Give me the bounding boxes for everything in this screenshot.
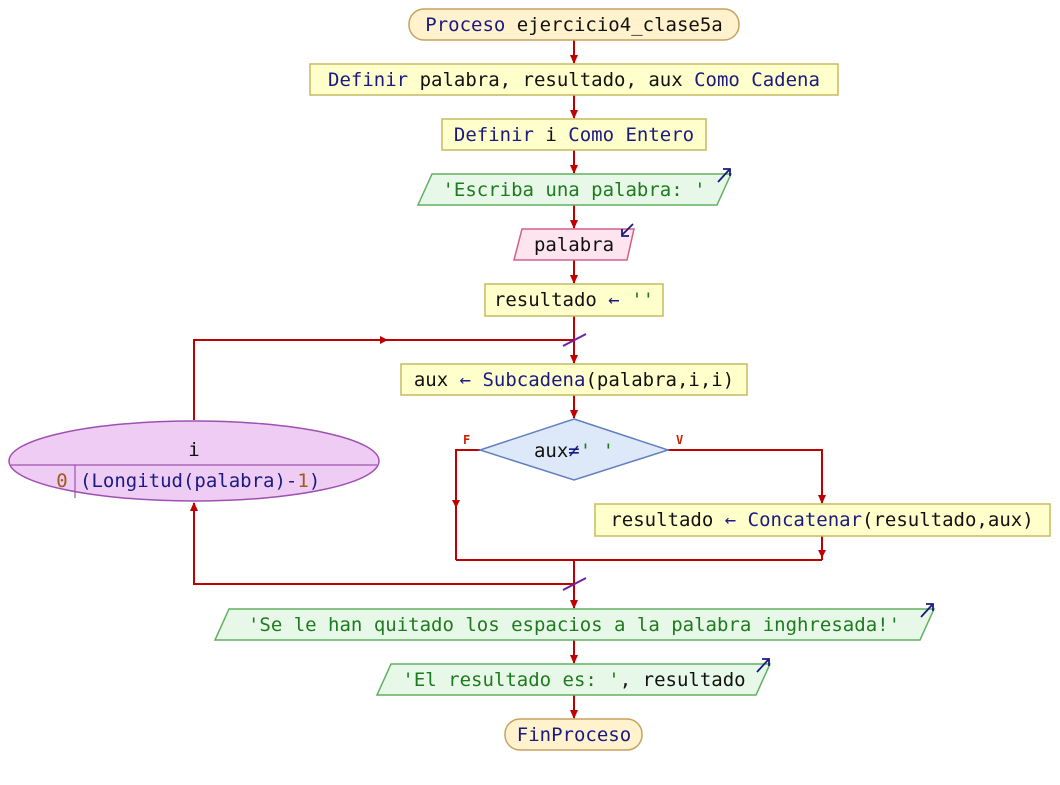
edges [190, 40, 826, 719]
arrowhead-false [452, 500, 460, 508]
input-word-node[interactable]: palabra [513, 223, 635, 261]
assign-aux-node[interactable]: aux ← Subcadena(palabra,i,i) [400, 363, 748, 396]
assign-result-empty-shape [484, 283, 664, 317]
start-node[interactable]: Proceso ejercicio4_clase5a [408, 8, 740, 41]
output-prompt-node[interactable]: 'Escriba una palabra: ' [416, 168, 733, 206]
edge-loop-back-top [193, 339, 574, 420]
define-integer-text: Definir i Como Entero [454, 124, 694, 146]
output-prompt-text: 'Escriba una palabra: ' [442, 179, 705, 201]
input-word-text: palabra [534, 234, 614, 256]
arrowhead-loop-top [380, 336, 388, 344]
arrowhead-true-join [818, 550, 826, 558]
start-text: Proceso ejercicio4_clase5a [425, 14, 722, 36]
define-strings-shape [309, 63, 839, 96]
true-branch-label: V [676, 433, 683, 447]
for-loop-end: (Longitud(palabra)-1) [80, 470, 320, 492]
output-arrow-icon [920, 603, 934, 618]
edge-cond-true [668, 449, 826, 504]
output-message-node[interactable]: 'Se le han quitado los espacios a la pal… [213, 603, 936, 641]
end-shape [504, 718, 643, 751]
define-strings-node[interactable]: Definir palabra, resultado, aux Como Cad… [309, 63, 839, 96]
condition-text: aux≠' ' [534, 440, 614, 462]
define-strings-text: Definir palabra, resultado, aux Como Cad… [328, 69, 820, 91]
for-loop-start: 0 [56, 470, 67, 492]
edge-cond-false [455, 449, 480, 560]
output-result-node[interactable]: 'El resultado es: ', resultado [375, 658, 772, 696]
for-loop-variable: i [188, 439, 199, 461]
edge-loop-back-bottom [190, 502, 574, 585]
assign-aux-text: aux ← Subcadena(palabra,i,i) [414, 369, 734, 391]
loop-merge-mark-top [562, 333, 587, 347]
output-prompt-shape [416, 173, 733, 206]
assign-concat-text: resultado ← Concatenar(resultado,aux) [610, 509, 1033, 531]
output-message-shape [213, 608, 936, 641]
end-node[interactable]: FinProceso [504, 718, 643, 751]
false-branch-label: F [463, 433, 470, 447]
output-arrow-icon [717, 168, 731, 183]
output-message-text: 'Se le han quitado los espacios a la pal… [248, 614, 900, 636]
output-result-text: 'El resultado es: ', resultado [402, 669, 745, 691]
define-integer-shape [441, 118, 707, 151]
assign-result-empty-node[interactable]: resultado ← '' [484, 283, 664, 317]
assign-aux-shape [400, 363, 748, 396]
for-loop-shape [8, 420, 380, 502]
for-loop-node[interactable]: i 0 (Longitud(palabra)-1) [8, 420, 380, 502]
input-arrow-icon [621, 223, 634, 237]
assign-concat-node[interactable]: resultado ← Concatenar(resultado,aux) [594, 503, 1051, 537]
loop-merge-mark-bottom [562, 577, 587, 591]
output-result-shape [375, 663, 772, 696]
start-shape [408, 8, 740, 41]
define-integer-node[interactable]: Definir i Como Entero [441, 118, 707, 151]
condition-node[interactable]: aux≠' ' F V [463, 418, 683, 481]
condition-shape [477, 418, 671, 481]
input-word-shape [513, 228, 635, 261]
assign-concat-shape [594, 503, 1051, 537]
end-text: FinProceso [517, 724, 631, 746]
output-arrow-icon [756, 658, 770, 673]
assign-result-empty-text: resultado ← '' [494, 289, 654, 311]
